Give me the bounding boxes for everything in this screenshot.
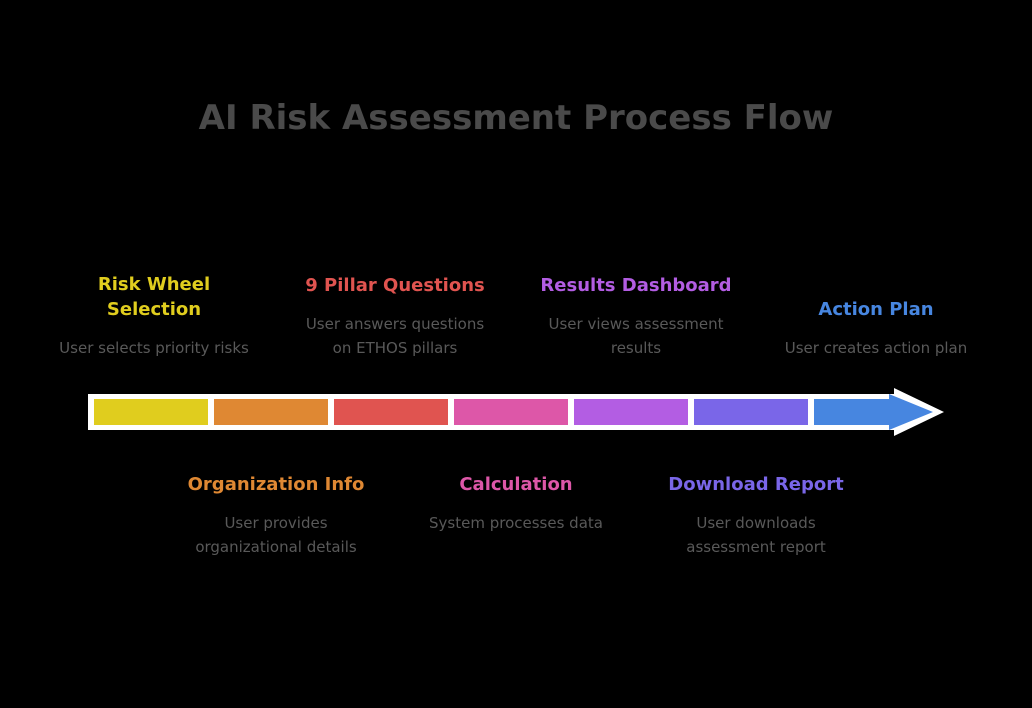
stage-above-desc-4: User creates action plan — [784, 339, 968, 357]
arrow-segment-risk-wheel-selection — [94, 399, 208, 425]
arrow-segment-organization-info — [214, 399, 328, 425]
arrow-segment-download-report — [694, 399, 808, 425]
stage-above-title-3: Results Dashboard — [540, 275, 732, 296]
stage-above-risk-wheel-selection: Risk Wheel Selection User selects priori… — [54, 272, 254, 360]
stage-below-desc-3: User downloads assessment report — [686, 514, 826, 556]
stage-above-results-dashboard: Results Dashboard User views assessment … — [536, 273, 736, 360]
arrow-segment-action-plan — [814, 394, 933, 430]
process-arrow — [88, 388, 944, 436]
stage-below-desc-1: User provides organizational details — [195, 514, 357, 556]
process-arrow-svg — [88, 388, 944, 436]
stage-below-title-2: Calculation — [459, 474, 573, 495]
stage-above-title-1: Risk Wheel Selection — [97, 274, 211, 320]
stage-below-organization-info: Organization Info User provides organiza… — [176, 472, 376, 559]
stage-below-download-report: Download Report User downloads assessmen… — [656, 472, 856, 559]
stage-above-action-plan: Action Plan User creates action plan — [776, 297, 976, 360]
arrow-segment-calculation — [454, 399, 568, 425]
stage-above-title-2: 9 Pillar Questions — [305, 275, 485, 296]
stage-above-title-4: Action Plan — [818, 299, 934, 320]
stage-below-calculation: Calculation System processes data — [416, 472, 616, 535]
stage-above-9-pillar-questions: 9 Pillar Questions User answers question… — [295, 273, 495, 360]
stage-above-desc-3: User views assessment results — [548, 315, 724, 357]
stage-below-desc-2: System processes data — [429, 514, 603, 532]
stage-above-desc-1: User selects priority risks — [59, 339, 249, 357]
stage-below-title-1: Organization Info — [187, 474, 365, 495]
arrow-segment-results-dashboard — [574, 399, 688, 425]
stage-above-desc-2: User answers questions on ETHOS pillars — [305, 315, 485, 357]
stage-below-title-3: Download Report — [668, 474, 844, 495]
page-title: AI Risk Assessment Process Flow — [198, 98, 834, 138]
arrow-segment-9-pillar-questions — [334, 399, 448, 425]
